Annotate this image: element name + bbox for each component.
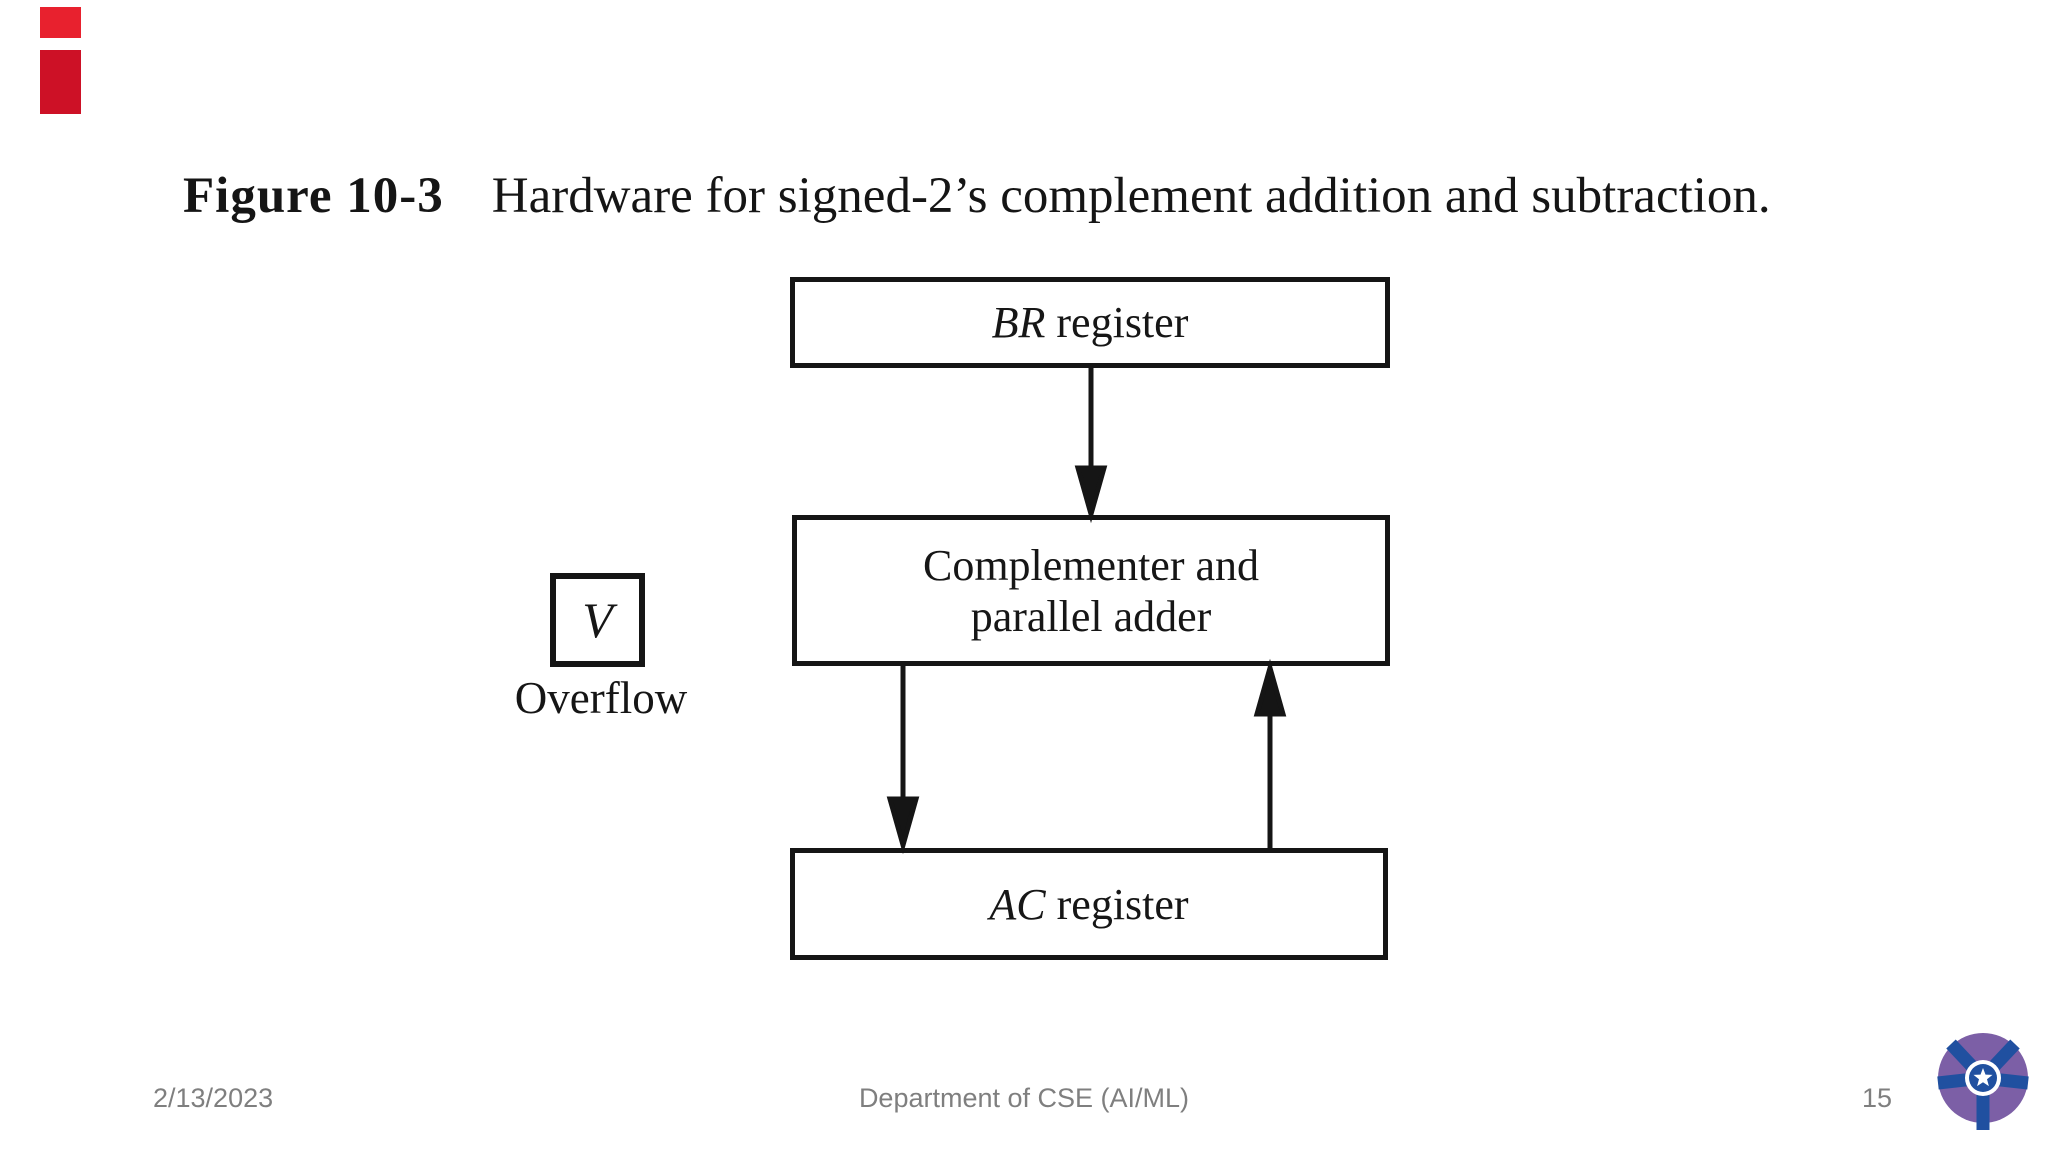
br-register-word: register [1045, 298, 1189, 347]
adder-label-line1: Complementer and [922, 540, 1259, 590]
br-register-box: BR register [790, 277, 1390, 368]
footer-page-number: 15 [1861, 1083, 1892, 1113]
overflow-flag-label: V [582, 591, 613, 648]
arrow-br-to-adder-head [1074, 465, 1108, 524]
complementer-adder-box: Complementer and parallel adder [792, 515, 1390, 666]
overflow-flag-box: V [550, 573, 645, 667]
logo-star-icon [1973, 1068, 1993, 1087]
arrow-ac-to-adder-head [1253, 658, 1287, 717]
adder-label-line2: parallel adder [970, 591, 1212, 641]
figure-number: Figure 10-3 [183, 168, 444, 224]
corner-mark-top [40, 7, 81, 38]
figure-caption: Hardware for signed-2’s complement addit… [491, 168, 1771, 224]
corner-mark-bottom [40, 50, 81, 114]
figure-title: Figure 10-3 Hardware for signed-2’s compl… [183, 166, 1771, 226]
br-register-name: BR [991, 298, 1046, 347]
institute-logo-icon [1937, 1033, 2029, 1130]
ac-register-label: AC register [989, 879, 1188, 930]
ac-register-word: register [1045, 879, 1189, 929]
br-register-label: BR register [992, 297, 1189, 348]
ac-register-name: AC [989, 879, 1046, 929]
footer-date: 2/13/2023 [153, 1083, 274, 1113]
footer-department: Department of CSE (AI/ML) [858, 1083, 1190, 1113]
overflow-caption: Overflow [514, 673, 688, 723]
ac-register-box: AC register [790, 848, 1388, 960]
arrow-adder-to-ac-head [886, 796, 920, 855]
